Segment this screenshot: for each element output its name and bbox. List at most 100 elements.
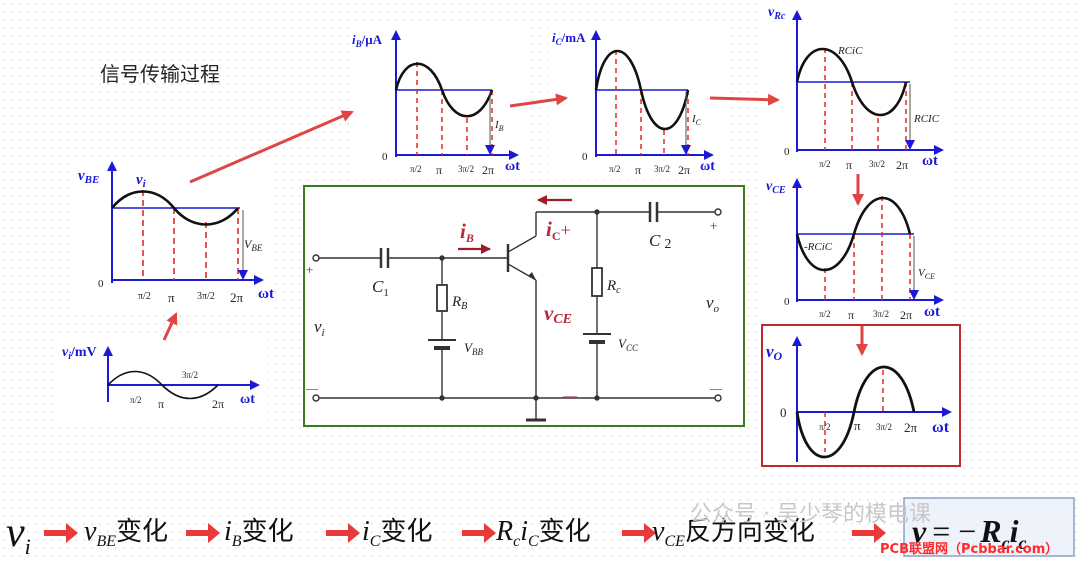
svg-text:VCE: VCE [918, 267, 935, 281]
svg-text:iB/μA: iB/μA [352, 32, 383, 49]
svg-text:π: π [436, 163, 442, 177]
svg-text:VBB: VBB [464, 340, 483, 357]
svg-text:π/2: π/2 [609, 164, 621, 174]
svg-text:RB: RB [451, 294, 467, 312]
svg-text:IC: IC [691, 113, 702, 127]
vce-curve-label: -RCiC [804, 241, 833, 253]
svg-text:vi: vi [136, 172, 147, 190]
svg-text:ωt: ωt [505, 159, 520, 174]
svg-text:π: π [854, 418, 861, 433]
ic-graph: iC/mA IC 0 π/2 π 3π/2 2π ωt [548, 25, 728, 180]
ic-label: i [546, 217, 552, 241]
svg-text:+: + [306, 262, 313, 277]
vbe-curve [110, 190, 240, 226]
vrc-curve-label: RCiC [837, 45, 863, 57]
ib-label: i [460, 219, 466, 243]
vi-label: v [314, 317, 322, 336]
svg-text:π: π [635, 163, 641, 177]
svg-text:vi: vi [6, 510, 31, 559]
result-box [903, 497, 1075, 557]
rb-label: R [451, 294, 461, 310]
chain-item-vi: v [6, 510, 25, 556]
svg-text:vCE: vCE [544, 301, 572, 327]
chain-item-ic: i [362, 516, 370, 547]
chain-item-ib: i [224, 516, 232, 547]
svg-text:2π: 2π [904, 420, 918, 435]
svg-text:C1: C1 [372, 277, 389, 299]
vbe-tick-4: 2π [230, 290, 244, 305]
arrow-vi-to-vbe [162, 312, 178, 341]
ib-graph: iB/μA IB 0 π/2 π 3π/2 2π ωt [350, 25, 530, 180]
svg-text:2π: 2π [896, 158, 908, 172]
svg-text:Rc: Rc [606, 278, 621, 296]
svg-text:π/2: π/2 [410, 164, 422, 174]
chain-item-vbe: v [84, 516, 97, 547]
svg-text:iB: iB [460, 219, 474, 245]
vbe-bias-label: V [244, 237, 253, 251]
chain-arrow-2 [186, 523, 220, 543]
ib-curve [394, 62, 494, 118]
c2-label: C [649, 231, 661, 250]
svg-text:iC+: iC+ [546, 217, 571, 243]
svg-text:VCC: VCC [618, 336, 639, 353]
chain-item-rcic: R [495, 516, 513, 547]
vo-curve [795, 365, 916, 459]
c1-label: C [372, 277, 384, 296]
svg-text:vBE变化: vBE变化 [84, 516, 168, 550]
svg-text:ωt: ωt [240, 392, 255, 407]
svg-text:3π/2: 3π/2 [654, 164, 670, 174]
svg-text:π/2: π/2 [819, 309, 831, 319]
svg-text:—: — [305, 381, 319, 395]
vcc-label: V [618, 336, 628, 351]
vbe-tick-2: π [168, 290, 175, 305]
svg-text:IB: IB [494, 119, 504, 133]
svg-text:3π/2: 3π/2 [869, 159, 885, 169]
watermark: 公众号 · 吴少琴的模电课 [690, 502, 931, 527]
chain-arrow-1 [44, 523, 78, 543]
chain-arrow-5 [622, 523, 656, 543]
arrow-vbe-to-ib [189, 110, 354, 184]
svg-text:C2: C2 [649, 231, 671, 252]
result-lhs: v [912, 513, 927, 549]
svg-text:vO: vO [766, 342, 783, 363]
svg-text:vi: vi [314, 317, 325, 339]
svg-text:vBE: vBE [78, 168, 99, 186]
vce-curve [795, 196, 912, 272]
chain-arrow-3 [326, 523, 360, 543]
svg-text:0: 0 [784, 296, 790, 308]
svg-text:v= −Rcic: v= −Rcic [912, 513, 1027, 553]
vce-graph: vCE -RCiC VCE 0 π/2 π 3π/2 2π ωt [762, 172, 952, 324]
svg-text:2π: 2π [212, 397, 224, 411]
source-tag: PCB联盟网（Pcbbar.com） [880, 542, 1059, 557]
svg-text:3π/2: 3π/2 [876, 422, 892, 432]
svg-text:0: 0 [382, 151, 388, 163]
vi-graph: vi/mV π/2 π 3π/2 2π ωt [58, 338, 268, 423]
svg-text:π/2: π/2 [130, 395, 142, 405]
vbe-ylabel: v [78, 168, 85, 184]
svg-text:ωt: ωt [924, 304, 940, 320]
flow-arrows [162, 93, 868, 356]
svg-text:vi/mV: vi/mV [62, 345, 97, 362]
svg-text:π/2: π/2 [819, 422, 831, 432]
vi-curve [107, 370, 219, 400]
vbe-tick-1: π/2 [138, 291, 151, 302]
svg-text:2π: 2π [900, 308, 912, 322]
vce-label: v [544, 301, 554, 325]
chain-item-vce: v [652, 516, 665, 547]
svg-text:+: + [710, 218, 717, 233]
vo-label: v [706, 293, 714, 312]
svg-text:ωt: ωt [922, 153, 938, 169]
svg-text:π: π [158, 397, 164, 411]
vi-ylabel: v [62, 345, 69, 360]
svg-text:3π/2: 3π/2 [873, 309, 889, 319]
svg-text:VBE: VBE [244, 237, 263, 253]
vbe-graph: vBE vi VBE 0 π/2 π 3π/2 2π ωt [72, 160, 274, 310]
svg-text:iB变化: iB变化 [224, 516, 294, 550]
vrc-graph: vRc RCiC RCIC 0 π/2 π 3π/2 2π ωt [762, 2, 952, 172]
svg-text:π: π [846, 158, 852, 172]
svg-text:vCE: vCE [766, 179, 786, 196]
vbe-curve-label: v [136, 172, 143, 188]
ic-curve [594, 49, 690, 131]
